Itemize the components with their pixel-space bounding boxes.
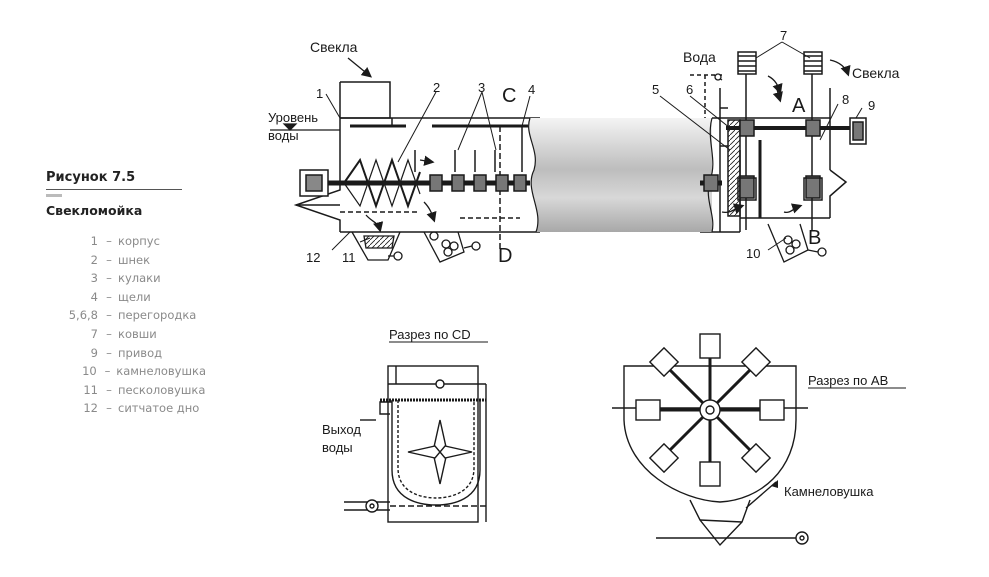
section-ab bbox=[612, 333, 809, 547]
water-in-label: Вода bbox=[683, 49, 716, 65]
section-ab-title: Разрез по AB bbox=[808, 373, 888, 388]
legend-separator: – bbox=[106, 271, 112, 286]
screw-shaft bbox=[299, 156, 722, 210]
legend-item: 12–ситчатое дно bbox=[46, 399, 206, 418]
title-rule bbox=[46, 189, 182, 190]
stone-trap-left bbox=[423, 231, 481, 263]
legend-item: 2–шнек bbox=[46, 251, 206, 270]
legend-number: 9 bbox=[90, 345, 98, 360]
legend-number: 5,6,8 bbox=[68, 308, 98, 323]
legend-text: корпус bbox=[118, 234, 160, 248]
legend-number: 2 bbox=[90, 252, 98, 267]
stone-trap-right bbox=[767, 223, 827, 263]
legend-item: 10–камнеловушка bbox=[46, 362, 206, 381]
figure-subtitle: Свекломойка bbox=[46, 203, 143, 218]
legend-number: 12 bbox=[83, 401, 98, 416]
legend-number: 10 bbox=[82, 364, 97, 379]
title-accent bbox=[46, 194, 62, 197]
sand-trap bbox=[351, 231, 403, 261]
callout-11: 11 bbox=[342, 250, 356, 265]
bucket-wheel-assembly bbox=[720, 51, 867, 230]
water-level-label-1: Уровень bbox=[268, 110, 318, 125]
legend-text: песколовушка bbox=[118, 382, 206, 397]
legend-item: 9–привод bbox=[46, 344, 206, 363]
callout-2: 2 bbox=[433, 80, 440, 95]
drum-shell bbox=[528, 118, 712, 232]
water-out-label-2: воды bbox=[322, 440, 353, 455]
beet-in-label: Свекла bbox=[310, 39, 358, 55]
legend-item: 5,6,8–перегородка bbox=[46, 306, 206, 325]
legend-text: перегородка bbox=[118, 308, 197, 323]
legend-number: 4 bbox=[90, 289, 98, 304]
legend-item: 3–кулаки bbox=[46, 269, 206, 288]
callout-6: 6 bbox=[686, 82, 693, 97]
callout-8: 8 bbox=[842, 92, 849, 107]
callout-1: 1 bbox=[316, 86, 323, 101]
water-level-label-2: воды bbox=[268, 128, 299, 143]
legend-separator: – bbox=[106, 345, 112, 360]
break-line-left bbox=[528, 117, 539, 233]
legend-text: камнеловушка bbox=[116, 364, 206, 379]
stone-trap-arrowhead bbox=[771, 480, 778, 488]
water-level-symbol bbox=[270, 123, 340, 131]
legend-item: 4–щели bbox=[46, 288, 206, 307]
legend-item: 11–песколовушка bbox=[46, 381, 206, 400]
callout-7: 7 bbox=[780, 28, 787, 43]
callout-10: 10 bbox=[746, 246, 760, 261]
legend-separator: – bbox=[106, 252, 112, 267]
point-b-label: B bbox=[808, 227, 821, 249]
point-d-label: D bbox=[498, 245, 512, 267]
callout-5: 5 bbox=[652, 82, 659, 97]
legend-separator: – bbox=[106, 401, 112, 416]
point-a-label: A bbox=[792, 95, 806, 117]
section-cd-title: Разрез по CD bbox=[389, 327, 471, 342]
legend-number: 11 bbox=[83, 382, 98, 397]
legend-text: шнек bbox=[118, 252, 151, 267]
point-c-label: C bbox=[502, 85, 516, 107]
callout-9: 9 bbox=[868, 98, 875, 113]
legend-separator: – bbox=[106, 382, 112, 397]
legend-separator: – bbox=[106, 308, 112, 323]
legend-item: 7–ковши bbox=[46, 325, 206, 344]
legend-separator: – bbox=[106, 326, 112, 341]
legend-number: 1 bbox=[90, 234, 98, 248]
legend-separator: – bbox=[104, 364, 111, 379]
legend-item: 1–корпус bbox=[46, 232, 206, 251]
flow-arrows bbox=[347, 57, 851, 233]
water-out-label-1: Выход bbox=[322, 422, 361, 437]
callout-4: 4 bbox=[528, 82, 535, 97]
legend-text: ситчатое дно bbox=[118, 401, 200, 416]
legend-text: щели bbox=[118, 289, 151, 304]
stone-trap-label: Камнеловушка bbox=[784, 484, 874, 499]
legend-text: ковши bbox=[118, 326, 157, 341]
legend-text: привод bbox=[118, 345, 163, 360]
legend-separator: – bbox=[106, 234, 112, 248]
legend-number: 3 bbox=[90, 271, 98, 286]
callout-12: 12 bbox=[306, 250, 320, 265]
legend-number: 7 bbox=[90, 326, 98, 341]
callout-leaders bbox=[325, 41, 863, 251]
legend-text: кулаки bbox=[118, 271, 161, 286]
callout-3: 3 bbox=[478, 80, 485, 95]
section-cd bbox=[344, 365, 487, 523]
legend-separator: – bbox=[106, 289, 112, 304]
figure-title: Рисунок 7.5 bbox=[46, 170, 136, 185]
beet-out-label: Свекла bbox=[852, 65, 900, 81]
